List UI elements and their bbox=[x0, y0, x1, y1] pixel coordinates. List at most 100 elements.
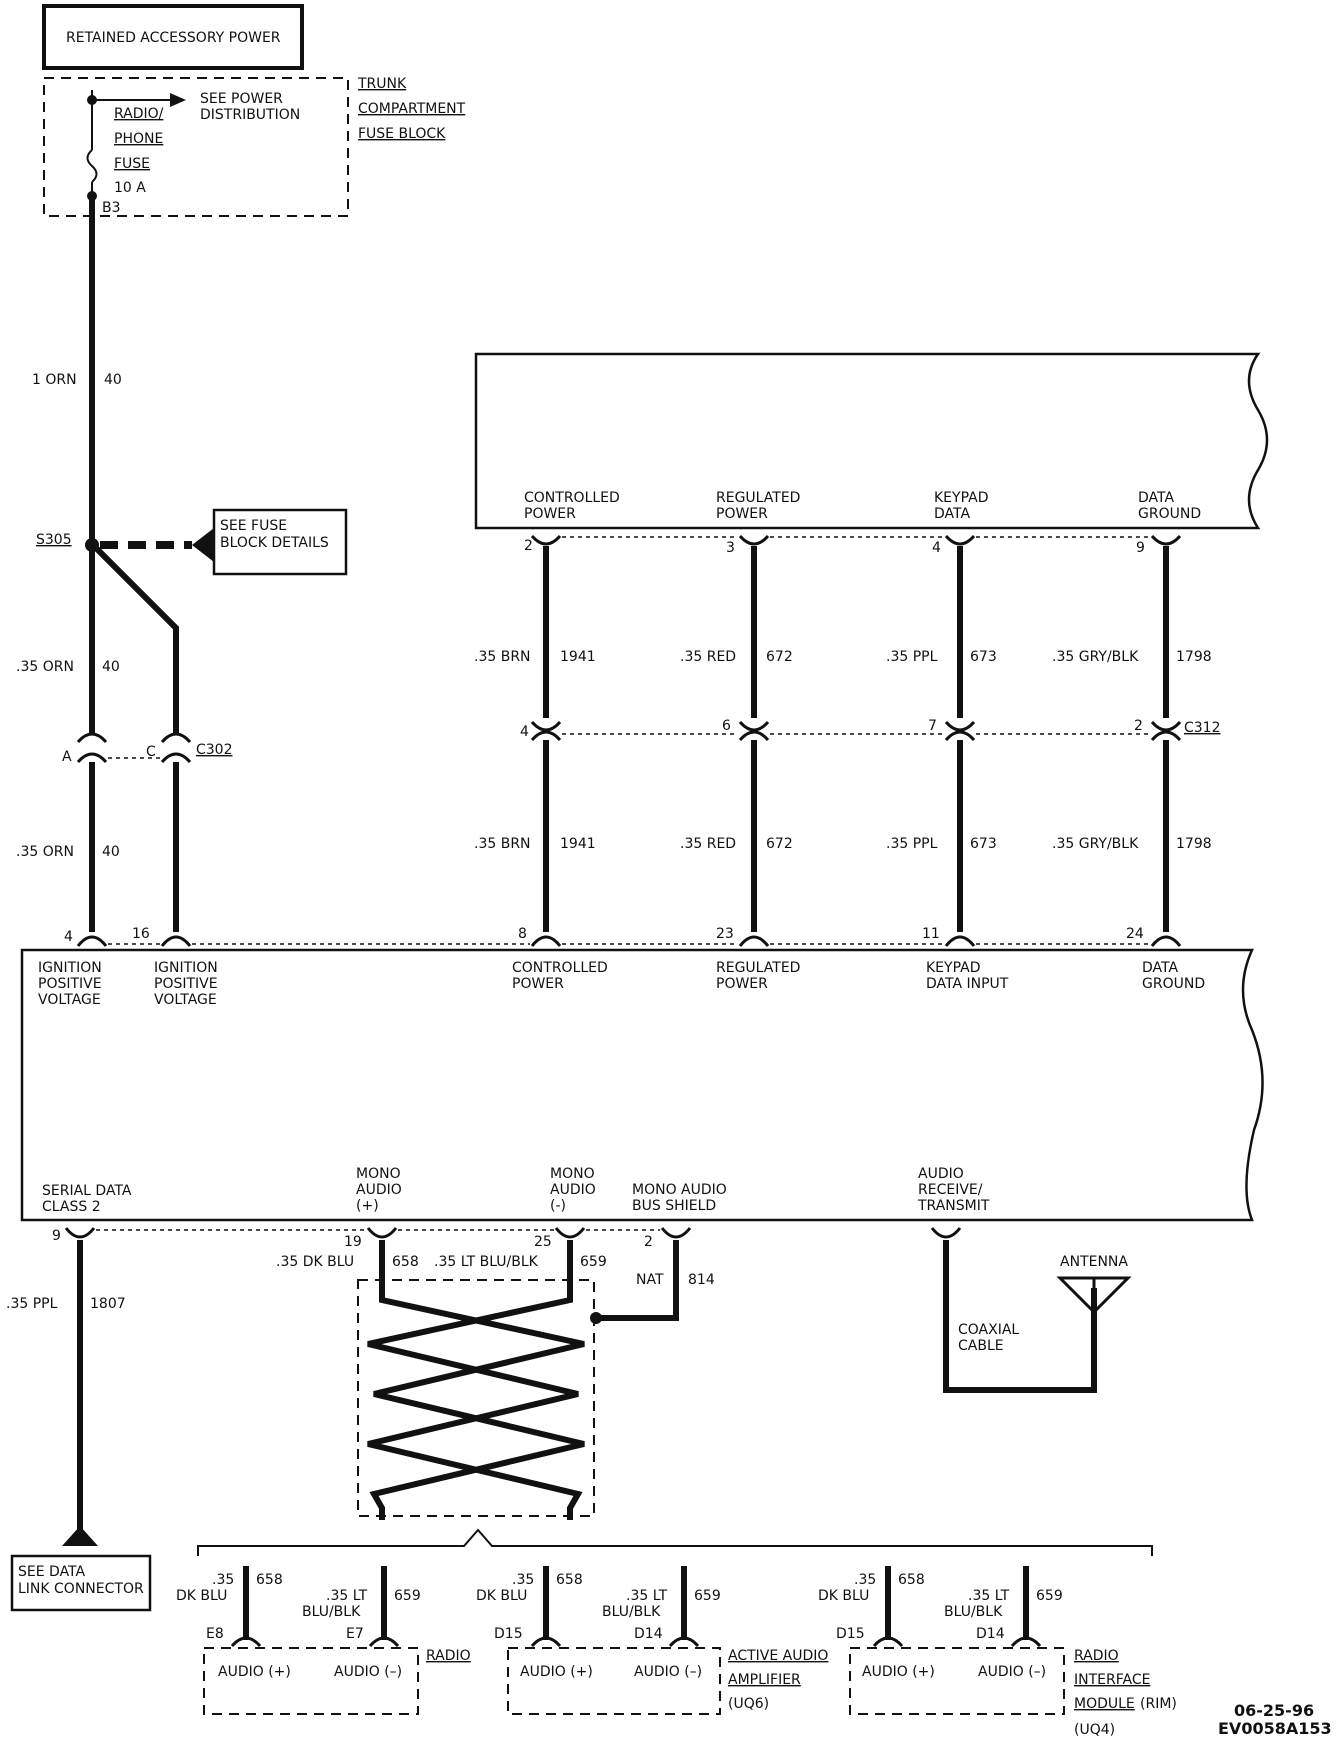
twisted-pair-shield-outline bbox=[357, 1279, 595, 1517]
wire-1orn-label: 1 ORN bbox=[32, 372, 77, 388]
radio-name: RADIO bbox=[426, 1648, 471, 1664]
radio-component-box bbox=[203, 1647, 419, 1715]
top-keypad-data-2: DATA bbox=[934, 506, 970, 522]
rim-wire1-gauge: .35 bbox=[854, 1572, 876, 1588]
ignition-label-2c: VOLTAGE bbox=[154, 992, 217, 1008]
twisted-pair-wire-659 bbox=[367, 1290, 583, 1520]
fuse-rating: 10 A bbox=[114, 180, 146, 196]
arrow-right-icon bbox=[170, 93, 186, 107]
main-pin-4: 4 bbox=[64, 929, 73, 945]
coaxial-label-1: COAXIAL bbox=[958, 1322, 1019, 1338]
wire-672-label-2: 672 bbox=[766, 836, 793, 852]
main-regulated-power-1: REGULATED bbox=[716, 960, 800, 976]
top-connector bbox=[530, 534, 1182, 546]
main-module-bottom-connector bbox=[64, 1227, 962, 1239]
c312-label: C312 bbox=[1184, 720, 1221, 736]
top-regulated-power-1: REGULATED bbox=[716, 490, 800, 506]
wire-35orn-label-2: .35 ORN bbox=[16, 844, 74, 860]
radio-audio-pos: AUDIO (+) bbox=[218, 1664, 291, 1680]
wire-673-label-1: 673 bbox=[970, 649, 997, 665]
amp-pin-d14: D14 bbox=[634, 1626, 663, 1642]
main-pin-24: 24 bbox=[1126, 926, 1144, 942]
top-regulated-power-2: POWER bbox=[716, 506, 768, 522]
wire-gry-label-2: .35 GRY/BLK bbox=[1052, 836, 1139, 852]
wire-814-shield bbox=[598, 1240, 679, 1321]
rim-wire2-gauge: .35 LT bbox=[968, 1588, 1010, 1604]
top-data-ground-2: GROUND bbox=[1138, 506, 1201, 522]
wire-658-label: 658 bbox=[392, 1254, 419, 1270]
amp-audio-pos: AUDIO (+) bbox=[520, 1664, 593, 1680]
top-pin-2: 2 bbox=[524, 538, 533, 554]
amp-wire2-gauge: .35 LT bbox=[626, 1588, 668, 1604]
amp-wire1-circuit: 658 bbox=[556, 1572, 583, 1588]
bottom-pin-19: 19 bbox=[344, 1234, 362, 1250]
top-controlled-power-2: POWER bbox=[524, 506, 576, 522]
c302-cavity-a-bottom bbox=[76, 752, 108, 764]
mono-audio-pos-2: AUDIO bbox=[356, 1182, 402, 1198]
rim-name-4: (UQ4) bbox=[1074, 1722, 1115, 1738]
radio-wire2-gauge: .35 LT bbox=[326, 1588, 368, 1604]
wire-ppl-label-1: .35 PPL bbox=[886, 649, 938, 665]
rim-wire2-circuit: 659 bbox=[1036, 1588, 1063, 1604]
main-pin-8: 8 bbox=[518, 926, 527, 942]
serial-data-label-1: SERIAL DATA bbox=[42, 1183, 132, 1199]
main-pin-11: 11 bbox=[922, 926, 940, 942]
fuse-icon bbox=[86, 149, 98, 183]
retained-accessory-power-label: RETAINED ACCESSORY POWER bbox=[66, 30, 281, 46]
main-controlled-power-2: POWER bbox=[512, 976, 564, 992]
splice-bracket bbox=[197, 1528, 1153, 1556]
radio-pin-e8: E8 bbox=[206, 1626, 224, 1642]
c312-pin-2: 2 bbox=[1134, 718, 1143, 734]
amp-audio-neg: AUDIO (–) bbox=[634, 1664, 702, 1680]
mono-audio-neg-1: MONO bbox=[550, 1166, 595, 1182]
wire-red-label-2: .35 RED bbox=[680, 836, 736, 852]
wire-40-label-c: 40 bbox=[102, 844, 120, 860]
rim-audio-neg: AUDIO (–) bbox=[978, 1664, 1046, 1680]
wire-814-label: 814 bbox=[688, 1272, 715, 1288]
radio-audio-neg: AUDIO (–) bbox=[334, 1664, 402, 1680]
rim-name-1: RADIO bbox=[1074, 1648, 1119, 1664]
c312-pin-4: 4 bbox=[520, 724, 529, 740]
radio-wire1-gauge: .35 bbox=[212, 1572, 234, 1588]
main-keypad-data-2: DATA INPUT bbox=[926, 976, 1009, 992]
c302-cavity-c-bottom bbox=[160, 752, 192, 764]
wire-1798-label-2: 1798 bbox=[1176, 836, 1212, 852]
see-fuse-label-2: BLOCK DETAILS bbox=[220, 535, 329, 551]
radio-pin-e7: E7 bbox=[346, 1626, 364, 1642]
top-data-ground-1: DATA bbox=[1138, 490, 1174, 506]
arrow-left-icon bbox=[192, 528, 214, 562]
ignition-label-1a: IGNITION bbox=[38, 960, 102, 976]
main-regulated-power-2: POWER bbox=[716, 976, 768, 992]
c302-cavity-a-top bbox=[76, 732, 108, 744]
fuse-label-radio: RADIO/ bbox=[114, 106, 164, 122]
radio-wire1-color: DK BLU bbox=[176, 1588, 227, 1604]
wire-40-label-a: 40 bbox=[104, 372, 122, 388]
antenna-label: ANTENNA bbox=[1060, 1254, 1128, 1270]
main-data-ground-1: DATA bbox=[1142, 960, 1178, 976]
c302-cavity-c-top bbox=[160, 732, 192, 744]
main-module-box bbox=[20, 948, 1264, 1222]
wire-gry-label-1: .35 GRY/BLK bbox=[1052, 649, 1139, 665]
mono-audio-pos-1: MONO bbox=[356, 1166, 401, 1182]
coaxial-label-2: CABLE bbox=[958, 1338, 1004, 1354]
serial-data-label-2: CLASS 2 bbox=[42, 1199, 101, 1215]
rim-audio-pos: AUDIO (+) bbox=[862, 1664, 935, 1680]
wire-35orn-label-1: .35 ORN bbox=[16, 659, 74, 675]
top-pin-9: 9 bbox=[1136, 540, 1145, 556]
trunk-label-2: COMPARTMENT bbox=[358, 101, 466, 117]
top-pin-3: 3 bbox=[726, 540, 735, 556]
diagram-code: EV0058A153 bbox=[1218, 1719, 1332, 1738]
c302-pin-c: C bbox=[146, 744, 156, 760]
amp-name-2: AMPLIFIER bbox=[728, 1672, 801, 1688]
main-controlled-power-1: CONTROLLED bbox=[512, 960, 608, 976]
top-pin-4: 4 bbox=[932, 540, 941, 556]
audio-receive-transmit-3: TRANSMIT bbox=[917, 1198, 990, 1214]
wire-ltblu-label: .35 LT BLU/BLK bbox=[434, 1254, 539, 1270]
triangle-connector-icon bbox=[62, 1526, 98, 1546]
amp-wire1-color: DK BLU bbox=[476, 1588, 527, 1604]
see-data-link-connector-box bbox=[10, 1554, 152, 1612]
mono-audio-neg-2: AUDIO bbox=[550, 1182, 596, 1198]
wire-673-label-2: 673 bbox=[970, 836, 997, 852]
rim-component-box bbox=[849, 1647, 1065, 1715]
